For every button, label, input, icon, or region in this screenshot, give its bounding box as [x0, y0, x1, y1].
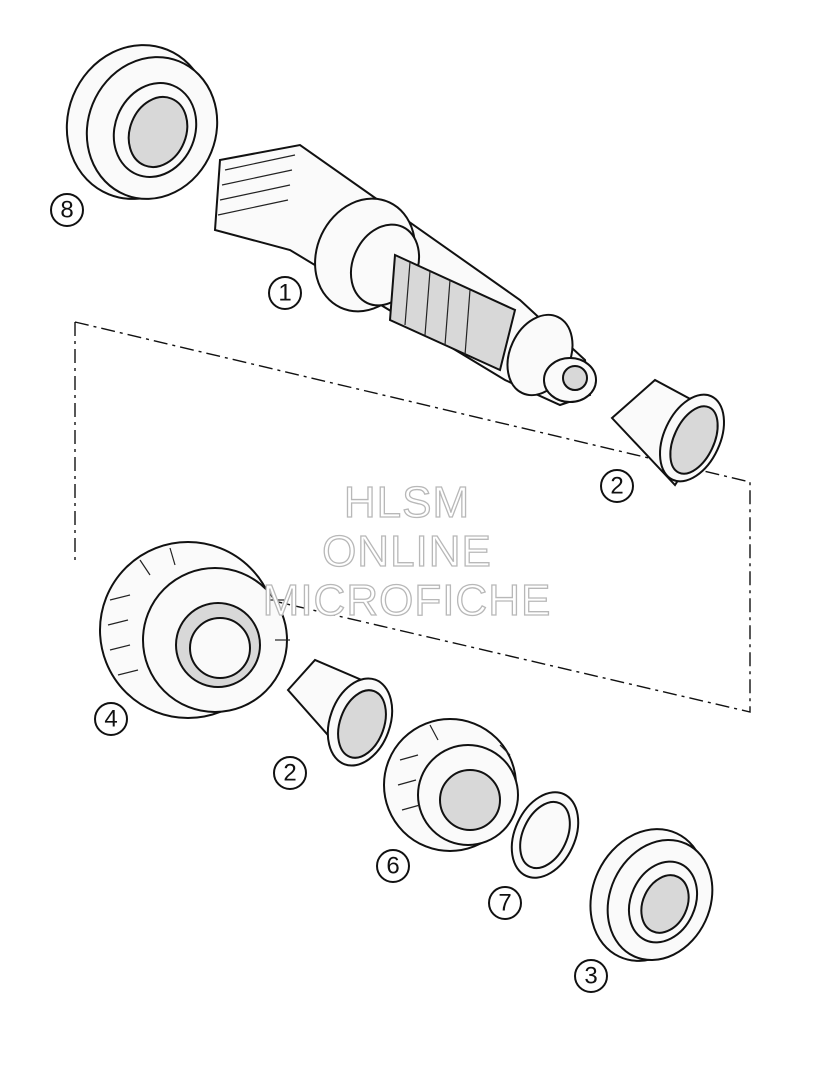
svg-text:6: 6	[386, 853, 399, 880]
thrust-washer	[510, 791, 580, 879]
callout-2-lower: 2	[273, 756, 307, 790]
callout-1: 1	[268, 276, 302, 310]
callout-2-upper: 2	[600, 469, 634, 503]
svg-text:1: 1	[278, 280, 291, 307]
needle-bearing-center	[286, 658, 394, 767]
assembly-dash-outline	[74, 321, 751, 713]
gear-small	[383, 718, 519, 852]
watermark-line-2: ONLINE	[321, 526, 492, 576]
svg-text:2: 2	[610, 473, 623, 500]
watermark-line-1: HLSM	[343, 477, 471, 527]
ball-bearing-top	[65, 44, 219, 200]
svg-text:7: 7	[498, 890, 511, 917]
callout-6: 6	[376, 849, 410, 883]
callout-8: 8	[50, 193, 84, 227]
svg-text:4: 4	[104, 706, 117, 733]
input-shaft	[213, 143, 597, 407]
callout-3: 3	[574, 959, 608, 993]
ball-bearing-bottom	[589, 828, 714, 962]
callout-7: 7	[488, 886, 522, 920]
callout-4: 4	[94, 702, 128, 736]
svg-text:3: 3	[584, 963, 597, 990]
needle-bearing-right	[610, 378, 725, 487]
watermark-line-3: MICROFICHE	[262, 575, 552, 625]
gear-cluster	[99, 541, 290, 719]
svg-text:8: 8	[60, 197, 73, 224]
svg-text:2: 2	[283, 760, 296, 787]
